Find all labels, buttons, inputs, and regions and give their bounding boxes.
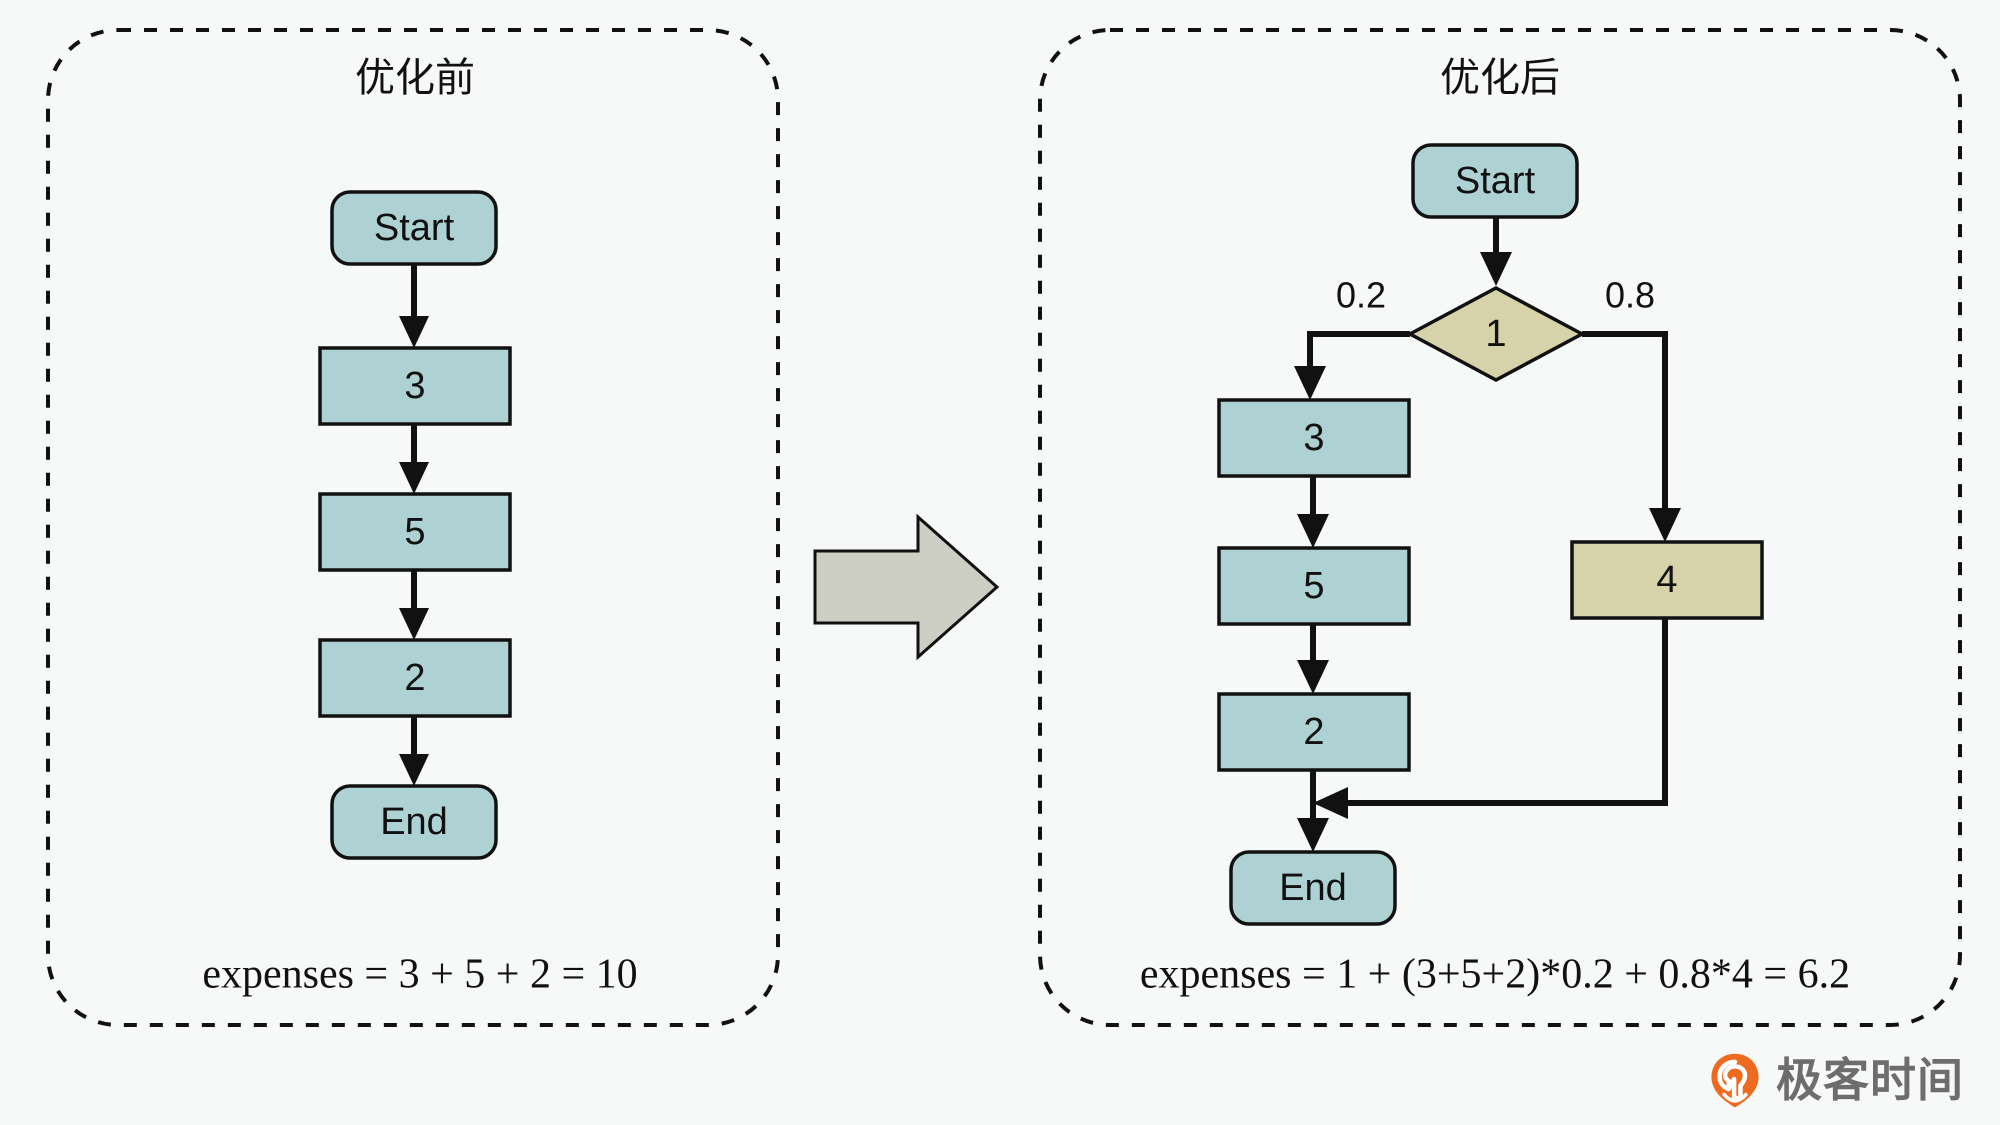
edge-after-start-to-decision bbox=[1480, 217, 1512, 286]
edge-before-start-to-3 bbox=[399, 264, 429, 348]
node-before-3[interactable] bbox=[318, 346, 512, 426]
edge-before-3-to-5 bbox=[399, 424, 429, 494]
panel-before-border bbox=[46, 28, 780, 1027]
panel-before: 优化前 Start 3 5 bbox=[46, 28, 780, 1027]
node-after-2-label: 2 bbox=[1303, 711, 1324, 753]
node-after-4-label: 4 bbox=[1656, 559, 1677, 601]
node-before-5-label: 5 bbox=[404, 511, 425, 553]
node-before-5[interactable] bbox=[318, 492, 512, 572]
node-before-2[interactable] bbox=[318, 638, 512, 718]
edge-after-5-to-2 bbox=[1297, 624, 1329, 694]
node-after-5[interactable] bbox=[1217, 546, 1411, 626]
node-after-2[interactable] bbox=[1217, 692, 1411, 772]
edge-label-0-8: 0.8 bbox=[1605, 275, 1655, 316]
node-before-start-label: Start bbox=[374, 207, 455, 249]
edge-before-5-to-2 bbox=[399, 570, 429, 640]
panel-after-border bbox=[1038, 28, 1962, 1027]
node-after-start-label: Start bbox=[1455, 160, 1536, 202]
node-after-5-label: 5 bbox=[1303, 565, 1324, 607]
node-before-2-label: 2 bbox=[404, 657, 425, 699]
edge-after-decision-to-3 bbox=[1294, 331, 1410, 400]
edge-label-0-2: 0.2 bbox=[1336, 275, 1386, 316]
panel-after: 优化后 Start 1 0.2 0.8 bbox=[1038, 28, 1962, 1027]
node-before-3-label: 3 bbox=[404, 365, 425, 407]
formula-before: expenses = 3 + 5 + 2 = 10 bbox=[202, 952, 637, 998]
panel-after-title: 优化后 bbox=[1440, 55, 1560, 101]
formula-after: expenses = 1 + (3+5+2)*0.2 + 0.8*4 = 6.2 bbox=[1140, 952, 1850, 998]
edge-after-4-to-end bbox=[1313, 618, 1668, 819]
edge-before-2-to-end bbox=[399, 716, 429, 786]
watermark: 极客时间 bbox=[1706, 1051, 1964, 1109]
node-after-3[interactable] bbox=[1217, 398, 1411, 478]
transition-arrow-icon bbox=[813, 513, 1000, 661]
panel-before-title: 优化前 bbox=[355, 55, 475, 101]
watermark-text: 极客时间 bbox=[1776, 1053, 1964, 1107]
node-after-3-label: 3 bbox=[1303, 417, 1324, 459]
edge-after-3-to-5 bbox=[1297, 476, 1329, 548]
edge-after-decision-to-4 bbox=[1582, 331, 1681, 542]
edge-after-2-to-end bbox=[1297, 770, 1329, 852]
node-before-end[interactable] bbox=[330, 784, 498, 860]
node-after-end-label: End bbox=[1279, 867, 1347, 909]
node-before-end-label: End bbox=[380, 801, 448, 843]
node-after-decision-label: 1 bbox=[1485, 313, 1506, 355]
geektime-logo-icon bbox=[1711, 1053, 1759, 1108]
node-after-end[interactable] bbox=[1229, 850, 1397, 926]
node-after-decision[interactable] bbox=[1406, 286, 1586, 382]
